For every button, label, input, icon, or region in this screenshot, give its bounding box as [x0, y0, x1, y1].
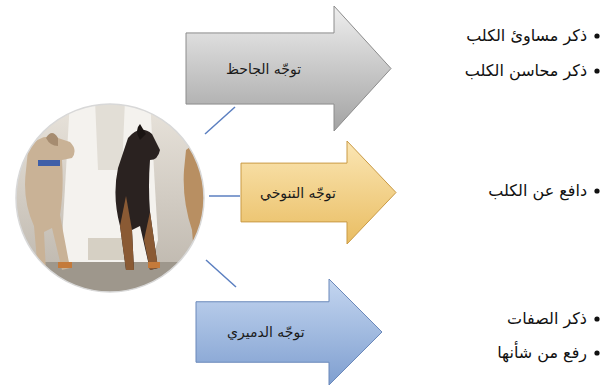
dog-photo: [10, 100, 212, 302]
bullet-text: دافع عن الكلب: [488, 181, 587, 201]
bullet: [594, 33, 599, 38]
bullet: [594, 188, 599, 193]
arrow-label: توجّه التنوخي: [260, 184, 336, 202]
block-arrow: توجّه الدميري: [195, 278, 383, 386]
leader-line: [206, 260, 236, 287]
bullet-text: ذكر محاسن الكلب: [465, 61, 587, 81]
block-arrow: توجّه الجاحظ: [185, 5, 392, 132]
bullet: [594, 68, 599, 73]
leader-line: [209, 195, 240, 197]
bullet-text: ذكر مساوئ الكلب: [466, 26, 587, 46]
bullet-text: رفع من شأنها: [497, 343, 587, 363]
bullet: [594, 350, 599, 355]
block-arrow: توجّه التنوخي: [240, 140, 397, 245]
arrow-label: توجّه الجاحظ: [226, 60, 301, 78]
arrow-label: توجّه الدميري: [227, 323, 305, 341]
bullet-text: ذكر الصفات: [507, 309, 587, 329]
bullet: [594, 316, 599, 321]
leader-line: [205, 107, 235, 134]
